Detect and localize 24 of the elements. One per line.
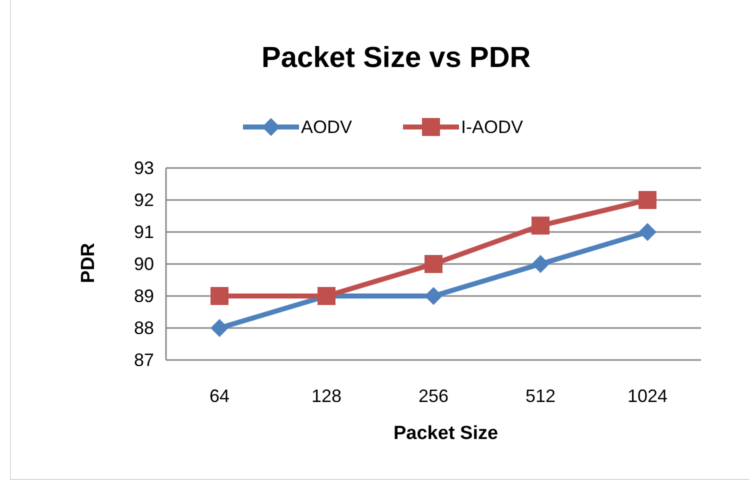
point bbox=[532, 216, 550, 235]
tick-label: 64 bbox=[210, 386, 230, 406]
tick-label: 1024 bbox=[628, 386, 668, 406]
tick-label: 256 bbox=[418, 386, 449, 406]
point bbox=[532, 255, 550, 273]
tick-label: 87 bbox=[134, 350, 154, 370]
tick-label: 90 bbox=[134, 254, 154, 274]
point bbox=[210, 287, 228, 305]
legend-label: AODV bbox=[301, 116, 352, 138]
tick-label: 89 bbox=[134, 286, 154, 306]
tick-label: 91 bbox=[134, 222, 154, 242]
axis-title: Packet Size bbox=[394, 423, 498, 445]
chart-title: Packet Size vs PDR bbox=[262, 42, 531, 74]
point bbox=[638, 223, 656, 241]
tick-label: 88 bbox=[134, 318, 154, 338]
tick-label: 512 bbox=[526, 386, 556, 406]
point bbox=[210, 319, 228, 337]
point bbox=[424, 255, 442, 273]
tick-label: 93 bbox=[134, 158, 154, 178]
tick-label: 128 bbox=[312, 386, 342, 406]
tick-label: 92 bbox=[134, 190, 154, 210]
axis-title: PDR bbox=[78, 242, 100, 284]
point bbox=[638, 191, 656, 209]
legend-label: I-AODV bbox=[461, 116, 524, 138]
